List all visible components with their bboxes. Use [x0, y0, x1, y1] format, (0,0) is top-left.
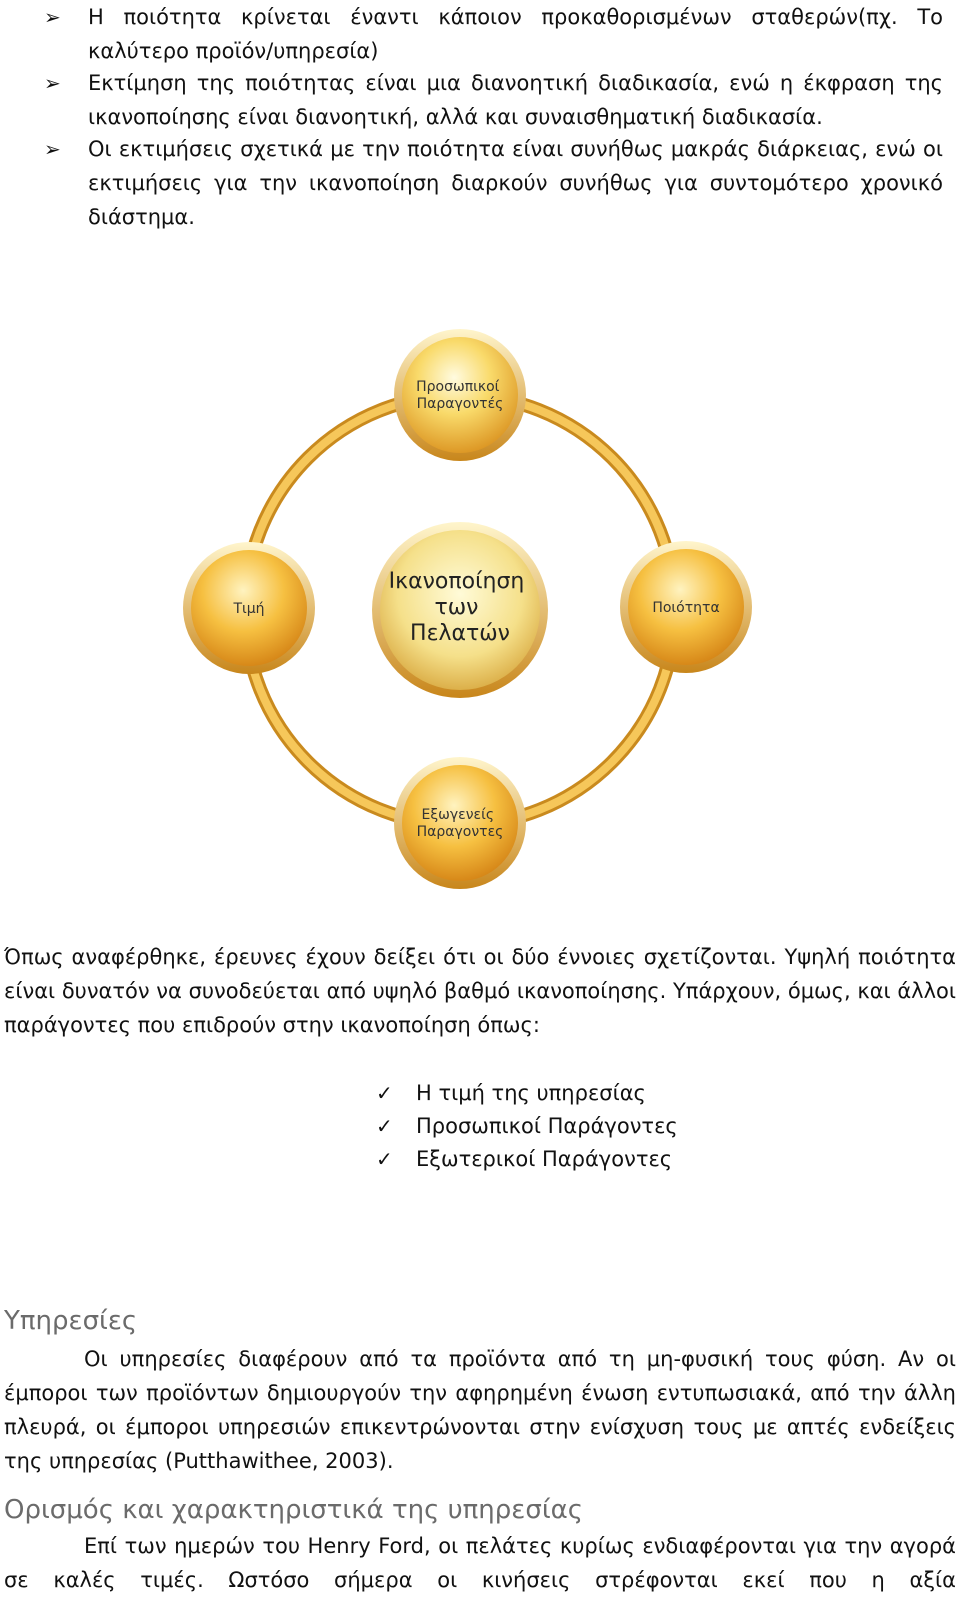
svg-text:Τιμή: Τιμή [232, 601, 264, 617]
section-heading: Ορισμός και χαρακτηριστικά της υπηρεσίας [4, 1495, 584, 1525]
bullet-item: ➢ Εκτίμηση της ποιότητας είναι μια διανο… [0, 66, 943, 134]
bullet-text: Οι εκτιμήσεις σχετικά με την ποιότητα εί… [88, 137, 943, 229]
node-label-line: Εξωγενείς [421, 807, 494, 823]
check-list: ✓ Η τιμή της υπηρεσίας ✓ Προσωπικοί Παρά… [376, 1077, 678, 1176]
svg-text:Ποιότητα: Ποιότητα [652, 600, 719, 616]
arrow-bullet-icon: ➢ [44, 5, 61, 29]
center-label-line: Πελατών [410, 621, 510, 646]
checkmark-icon: ✓ [376, 1081, 393, 1105]
diagram-center-node: Ικανοποίηση των Πελατών [372, 522, 548, 698]
paragraph: Οι υπηρεσίες διαφέρουν από τα προϊόντα α… [4, 1342, 956, 1478]
checkmark-icon: ✓ [376, 1147, 393, 1171]
node-label-line: Παραγοντες [417, 824, 504, 840]
satisfaction-cycle-diagram: Ικανοποίηση των Πελατών Προσωπικοί Παραγ… [183, 329, 752, 889]
center-label-line: Ικανοποίηση [389, 569, 525, 594]
bullet-item: ➢ Οι εκτιμήσεις σχετικά με την ποιότητα … [0, 132, 943, 234]
check-item-text: Προσωπικοί Παράγοντες [416, 1114, 678, 1138]
svg-text:Προσωπικοί Παραγοντές: Προσωπικοί Παραγοντές [416, 379, 504, 412]
bullet-text: Η ποιότητα κρίνεται έναντι κάποιον προκα… [88, 5, 943, 63]
check-item: ✓ Προσωπικοί Παράγοντες [376, 1110, 678, 1143]
paragraph-text: Οι υπηρεσίες διαφέρουν από τα προϊόντα α… [4, 1347, 956, 1473]
section-heading: Υπηρεσίες [4, 1306, 138, 1336]
node-label-line: Παραγοντές [417, 396, 504, 412]
check-item-text: Η τιμή της υπηρεσίας [416, 1081, 646, 1105]
arrow-bullet-icon: ➢ [44, 71, 61, 95]
check-item: ✓ Η τιμή της υπηρεσίας [376, 1077, 678, 1110]
paragraph: Επί των ημερών του Henry Ford, οι πελάτε… [4, 1529, 956, 1597]
check-item-text: Εξωτερικοί Παράγοντες [416, 1147, 673, 1171]
check-item: ✓ Εξωτερικοί Παράγοντες [376, 1143, 678, 1176]
diagram-node-right: Ποιότητα [620, 541, 752, 673]
arrow-bullet-icon: ➢ [44, 137, 61, 161]
paragraph-text: Επί των ημερών του Henry Ford, οι πελάτε… [4, 1534, 956, 1592]
node-label-line: Τιμή [232, 601, 264, 617]
bullet-text: Εκτίμηση της ποιότητας είναι μια διανοητ… [88, 71, 943, 129]
diagram-node-bottom: Εξωγενείς Παραγοντες [394, 757, 526, 889]
paragraph: Όπως αναφέρθηκε, έρευνες έχουν δείξει ότ… [4, 945, 956, 1037]
checkmark-icon: ✓ [376, 1114, 393, 1138]
center-label-line: των [435, 595, 479, 620]
diagram-node-left: Τιμή [183, 542, 315, 674]
bullet-item: ➢ Η ποιότητα κρίνεται έναντι κάποιον προ… [0, 0, 943, 68]
node-label-line: Προσωπικοί [416, 379, 500, 395]
node-label-line: Ποιότητα [652, 600, 719, 616]
diagram-node-top: Προσωπικοί Παραγοντές [394, 329, 526, 461]
svg-text:Ικανοποίηση των: Ικανοποίηση των Πελατών [389, 569, 532, 646]
svg-text:Εξωγενείς Παραγοντες: Εξωγενείς Παραγοντες [417, 807, 504, 840]
